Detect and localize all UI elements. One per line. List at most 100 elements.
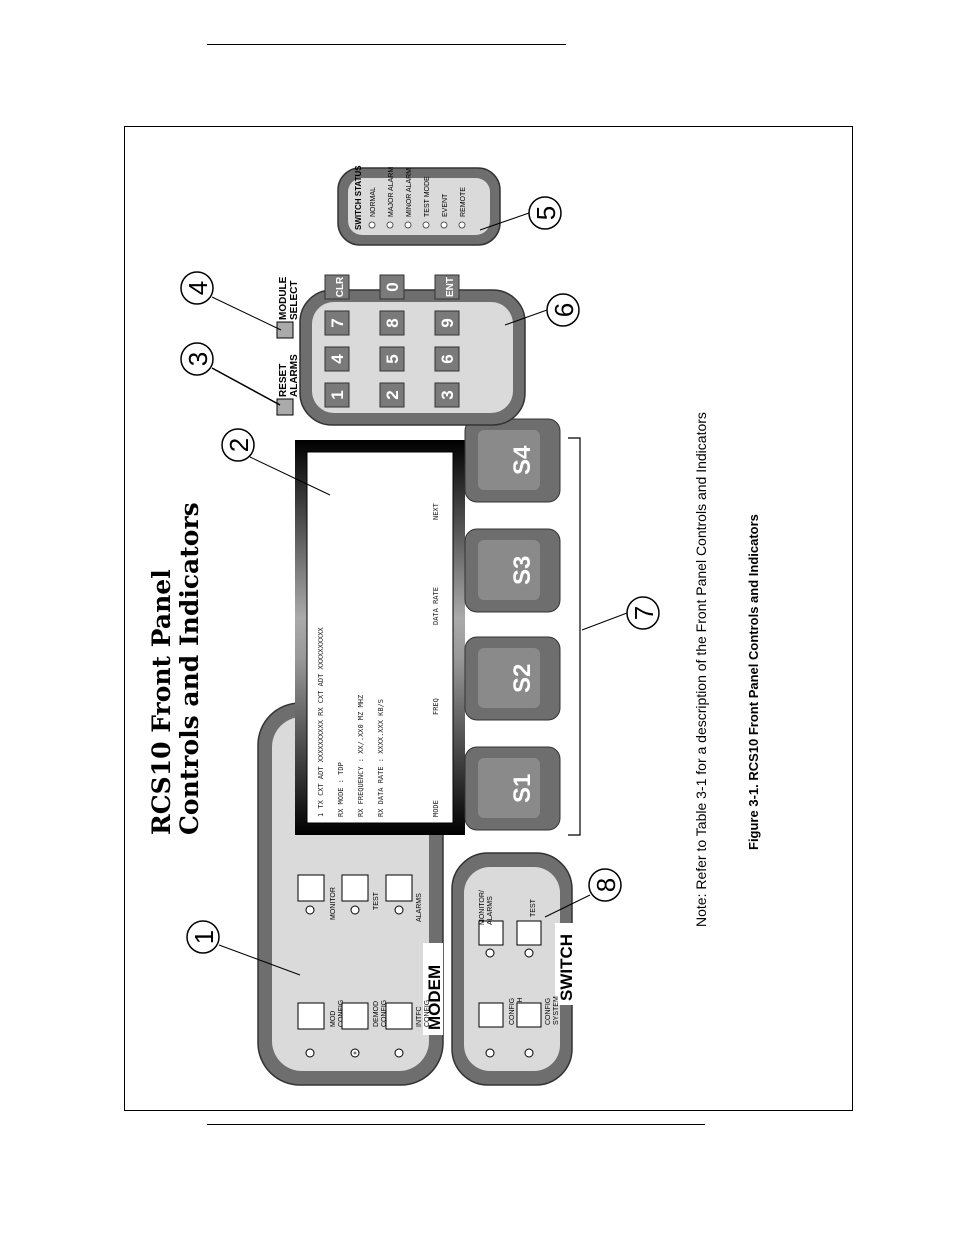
figure-title-line1: RCS10 Front Panel	[147, 569, 176, 835]
svg-text:1: 1	[189, 930, 219, 944]
keypad-key-3[interactable]: 3	[434, 382, 460, 408]
soft-button-s1[interactable]: S1	[464, 746, 561, 831]
header-rule	[207, 44, 566, 45]
keypad-key-clr[interactable]: CLR	[324, 274, 350, 300]
keypad-key-9[interactable]: 9	[434, 310, 460, 336]
status-led-normal: NORMAL	[368, 187, 377, 229]
keypad-key-label: 6	[438, 354, 457, 363]
soft-button-s3[interactable]: S3	[464, 528, 561, 613]
figure-frame	[124, 126, 853, 1111]
modem-intfc-config-button[interactable]: INTFCCONFIG	[385, 1000, 431, 1058]
s2-label: S2	[509, 664, 536, 693]
lcd-line-4: RX DATA RATE : XXXX.XXX KB/S	[377, 699, 385, 817]
keypad-key-label: 0	[383, 282, 402, 291]
svg-text:8: 8	[591, 878, 621, 892]
keypad-key-1[interactable]: 1	[324, 382, 350, 408]
s3-label: S3	[509, 556, 536, 585]
figure-caption: Figure 3-1. RCS10 Front Panel Controls a…	[746, 514, 761, 850]
lcd-line-3: RX FREQUENCY : XX/.XX0 MZ MHZ	[357, 695, 365, 817]
switch-test-button[interactable]: TEST	[516, 898, 542, 958]
footer-rule	[207, 1124, 705, 1125]
config-system-label: CONFIGSYSTEM	[545, 996, 560, 1025]
keypad-key-5[interactable]: 5	[379, 346, 405, 372]
keypad-key-6[interactable]: 6	[434, 346, 460, 372]
callout-8: 8	[544, 868, 622, 918]
keypad: 1 2 3 4 5 6 7 8 9 CLR 0 ENT	[324, 274, 460, 408]
keypad-key-label: 7	[328, 318, 347, 327]
test-label: TEST	[373, 891, 380, 910]
reset-alarms-button[interactable]: RESETALARMS	[276, 354, 300, 416]
switch-label-box	[555, 923, 575, 1005]
svg-text:4: 4	[183, 281, 213, 295]
lcd-softkey-3: DATA RATE	[432, 587, 440, 625]
modem-alarms-button[interactable]: ALARMS	[385, 874, 423, 922]
callout-5: 5	[479, 196, 562, 231]
lcd-screen	[306, 451, 454, 824]
lcd-softkey-1: MODE	[432, 800, 440, 817]
keypad-key-label: 9	[438, 318, 457, 327]
alarms-label: ALARMS	[416, 893, 423, 922]
reset-alarms-label: RESETALARMS	[278, 354, 300, 397]
switch-test-label: TEST	[530, 898, 537, 917]
figure-title-line2: Controls and Indicators	[175, 502, 204, 835]
switch-status-title: SWITCH STATUS	[354, 165, 363, 230]
modem-test-button[interactable]: TEST	[341, 874, 380, 915]
status-led-minor-alarm: MINOR ALARM	[404, 168, 413, 229]
modem-monitor-button[interactable]: MONITOR	[297, 874, 337, 920]
status-led-remote: REMOTE	[458, 187, 467, 229]
keypad-inner	[312, 302, 513, 413]
keypad-key-0[interactable]: 0	[379, 274, 405, 300]
keypad-key-label: 2	[383, 390, 402, 399]
status-led-label: TEST MODE	[424, 176, 431, 217]
monitor-alarms-label: MONITOR/ALARMS	[479, 890, 494, 925]
keypad-key-ent[interactable]: ENT	[434, 274, 460, 300]
switch-status-indicators: NORMAL MAJOR ALARM MINOR ALARM TEST MODE EVE…	[368, 167, 467, 229]
keypad-key-8[interactable]: 8	[379, 310, 405, 336]
monitor-label: MONITOR	[330, 887, 337, 920]
callout-4: 4	[180, 271, 282, 331]
callout-7: 7	[581, 596, 660, 631]
svg-text:2: 2	[224, 438, 254, 452]
status-led-label: MINOR ALARM	[406, 168, 413, 217]
status-led-label: MAJOR ALARM	[388, 167, 395, 217]
modem-label-box	[423, 943, 443, 1035]
modem-label: MODEM	[425, 965, 444, 1030]
switch-monitor-alarms-button[interactable]: MONITOR/ALARMS	[478, 890, 504, 958]
intfc-config-label: INTFCCONFIG	[416, 1000, 431, 1027]
modem-demod-config-button[interactable]: DEMODCONFIG	[341, 1000, 388, 1058]
status-led-test-mode: TEST MODE	[422, 176, 431, 229]
status-led-label: EVENT	[442, 193, 449, 217]
keypad-key-label: 4	[328, 354, 347, 364]
soft-button-bracket	[568, 437, 581, 836]
callout-1: 1	[186, 920, 301, 976]
status-led-event: EVENT	[440, 193, 449, 229]
svg-text:5: 5	[531, 206, 561, 220]
switch-label: SWITCH	[557, 934, 576, 1001]
lcd-softkey-4: NEXT	[432, 502, 440, 520]
keypad-key-label: 5	[383, 354, 402, 363]
svg-text:7: 7	[629, 606, 659, 620]
keypad-key-4[interactable]: 4	[324, 346, 350, 372]
soft-button-s2[interactable]: S2	[464, 636, 561, 721]
status-led-label: NORMAL	[370, 187, 377, 217]
keypad-key-7[interactable]: 7	[324, 310, 350, 336]
svg-text:6: 6	[549, 303, 579, 317]
keypad-key-label: CLR	[335, 276, 346, 297]
s4-label: S4	[509, 445, 536, 475]
demod-config-label: DEMODCONFIG	[373, 1000, 388, 1027]
svg-text:3: 3	[183, 352, 213, 366]
switch-status-inner	[348, 178, 490, 235]
lcd-line-2: RX MODE : TDP	[337, 762, 345, 817]
module-select-button[interactable]: MODULESELECT	[276, 276, 300, 339]
soft-button-s4[interactable]: S4	[464, 418, 561, 503]
keypad-key-label: 8	[383, 318, 402, 327]
callout-3: 3	[180, 342, 281, 406]
keypad-key-label: 1	[328, 390, 347, 399]
lcd-line-1: 1 TX CXT ADT XXXXXXXXXX RX CXT ADT XXXXX…	[317, 627, 325, 817]
keypad-key-2[interactable]: 2	[379, 382, 405, 408]
lcd-softkey-2: FREQ	[432, 698, 440, 715]
switch-config-system-button[interactable]: CONFIGSYSTEM	[516, 996, 560, 1058]
figure-note: Note: Refer to Table 3-1 for a descripti…	[693, 412, 709, 927]
status-led-label: REMOTE	[460, 187, 467, 217]
